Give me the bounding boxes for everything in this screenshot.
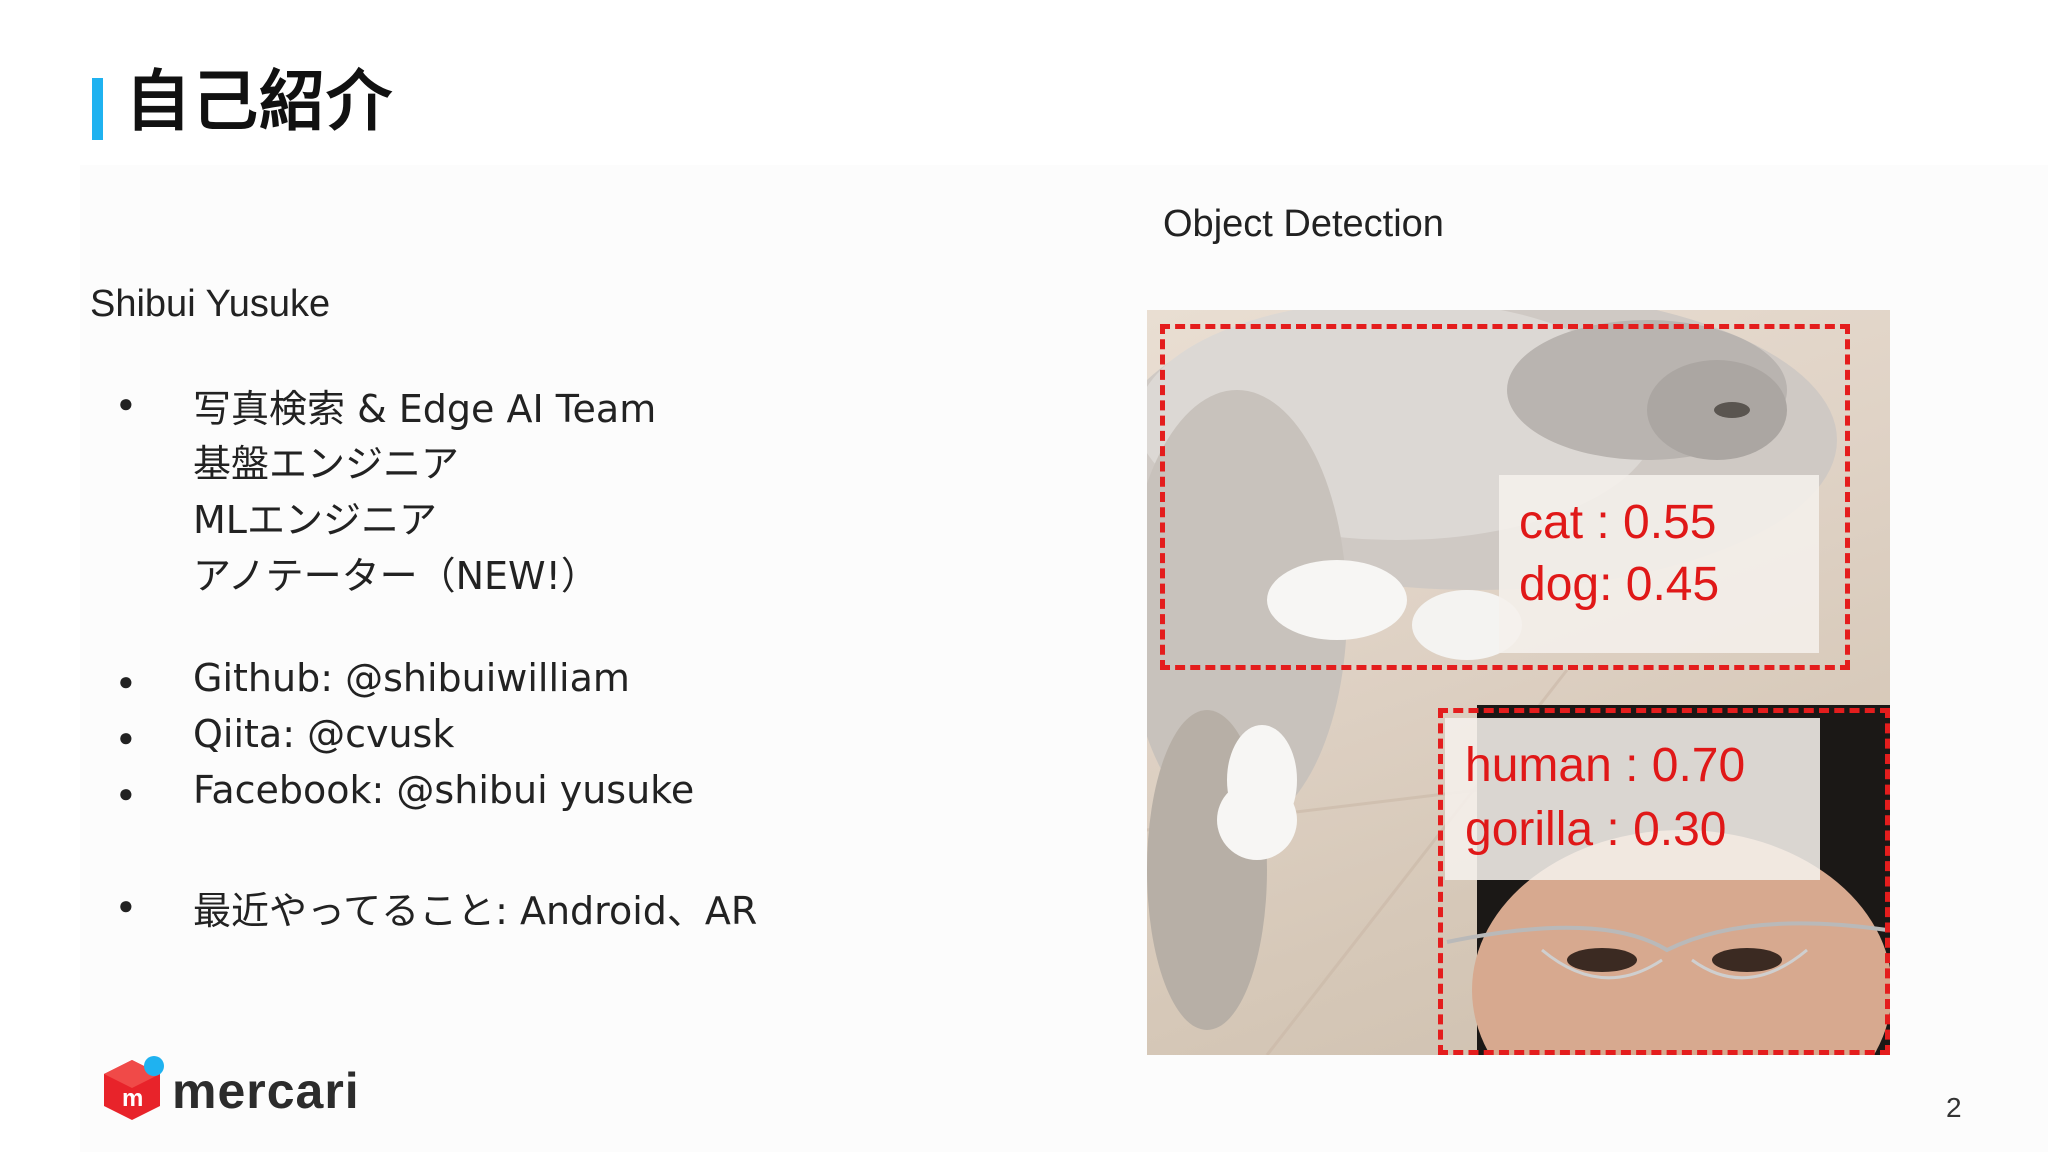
- list-item-roles-cont-1: 基盤エンジニア: [0, 433, 900, 489]
- facebook-link[interactable]: Facebook: @shibui yusuke: [193, 768, 695, 812]
- list-item-roles: ● 写真検索 & Edge AI Team: [0, 378, 900, 434]
- github-link[interactable]: Github: @shibuiwilliam: [193, 656, 630, 700]
- bullet-icon: ●: [118, 666, 134, 696]
- bullet-icon: ●: [118, 890, 134, 920]
- role-line-1: 写真検索 & Edge AI Team: [193, 387, 657, 431]
- list-item-facebook: ● Facebook: @shibui yusuke: [0, 768, 900, 824]
- recent-activity: 最近やってること: Android、AR: [193, 889, 758, 933]
- bullet-icon: ●: [118, 778, 134, 808]
- title-accent-bar: [92, 78, 103, 140]
- list-item-roles-cont-3: アノテーター（NEW!）: [0, 545, 900, 601]
- logo-mark-letter: m: [122, 1085, 143, 1112]
- list-item-github: ● Github: @shibuiwilliam: [0, 656, 900, 712]
- mercari-logo-icon: m: [104, 1056, 164, 1120]
- bullet-icon: ●: [118, 722, 134, 752]
- role-line-4: アノテーター（NEW!）: [193, 554, 599, 598]
- mercari-wordmark: mercari: [172, 1063, 360, 1119]
- dog-score: dog: 0.45: [1519, 558, 1720, 611]
- gorilla-score: gorilla : 0.30: [1465, 803, 1727, 856]
- slide-title: 自己紹介: [125, 63, 393, 140]
- cat-score: cat : 0.55: [1519, 496, 1717, 549]
- list-item-roles-cont-2: MLエンジニア: [0, 489, 900, 545]
- figure-title: Object Detection: [1163, 203, 1444, 245]
- list-item-qiita: ● Qiita: @cvusk: [0, 712, 900, 768]
- role-line-3: MLエンジニア: [193, 498, 437, 542]
- profile-name: Shibui Yusuke: [90, 283, 331, 325]
- role-line-2: 基盤エンジニア: [193, 442, 460, 486]
- human-score: human : 0.70: [1465, 739, 1746, 792]
- page-number: 2: [1946, 1092, 1962, 1123]
- list-item-recent: ● 最近やってること: Android、AR: [0, 880, 900, 936]
- human-label-box: human : 0.70 gorilla : 0.30: [1445, 718, 1820, 880]
- cat-detection-box: [1160, 324, 1850, 670]
- human-detection-box: [1438, 708, 1890, 1055]
- detection-photo: cat : 0.55 dog: 0.45 human : 0.70 gorill…: [1147, 310, 1890, 1055]
- qiita-link[interactable]: Qiita: @cvusk: [193, 712, 455, 756]
- cat-label-box: cat : 0.55 dog: 0.45: [1499, 475, 1819, 653]
- bullet-icon: ●: [118, 388, 134, 418]
